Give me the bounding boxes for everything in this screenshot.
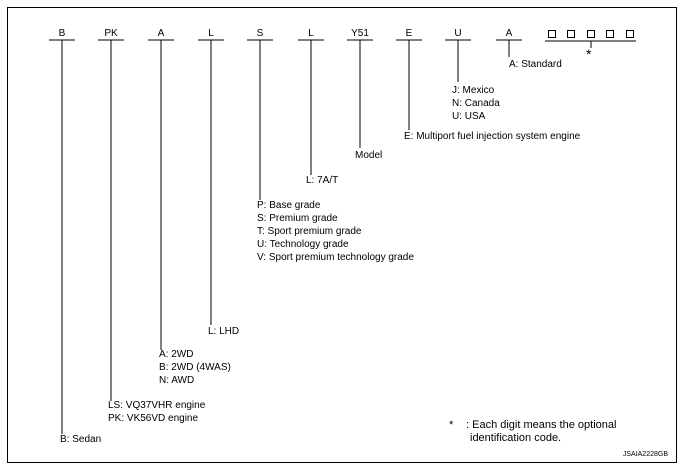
- code-l-hand: L: [208, 28, 214, 39]
- code-b: B: [58, 28, 66, 39]
- code-u: U: [454, 28, 462, 39]
- note-asterisk: *: [449, 419, 454, 431]
- note-line-1: : Each digit means the optional: [466, 419, 617, 431]
- desc-body: B: Sedan: [60, 434, 102, 445]
- desc-engine-type: E: Multiport fuel injection system engin…: [404, 131, 581, 142]
- desc-transmission: L: 7A/T: [306, 175, 339, 186]
- desc-engine: LS: VQ37VHR engine PK: VK56VD engine: [108, 400, 206, 424]
- code-e: E: [405, 28, 413, 39]
- code-s: S: [256, 28, 264, 39]
- code-y51: Y51: [351, 28, 369, 39]
- code-pk: PK: [104, 28, 118, 39]
- desc-grade: P: Base grade S: Premium grade T: Sport …: [257, 200, 414, 263]
- code-a-spec: A: [505, 28, 513, 39]
- asterisk-marker: *: [586, 46, 592, 62]
- optional-code-box: [626, 30, 634, 38]
- optional-code-box: [567, 30, 575, 38]
- desc-drive: A: 2WD B: 2WD (4WAS) N: AWD: [159, 349, 231, 386]
- code-a-drive: A: [157, 28, 165, 39]
- desc-steering: L: LHD: [208, 326, 240, 337]
- figure-code: JSAIA2228GB: [622, 451, 668, 458]
- optional-code-box: [606, 30, 614, 38]
- optional-code-box: [548, 30, 556, 38]
- note-line-2: identification code.: [470, 432, 562, 444]
- desc-model: Model: [355, 150, 383, 161]
- desc-spec: A: Standard: [509, 59, 562, 70]
- diagram-frame: [7, 7, 677, 463]
- optional-code-box: [587, 30, 595, 38]
- desc-destination: J: Mexico N: Canada U: USA: [452, 85, 500, 122]
- code-l-trans: L: [308, 28, 314, 39]
